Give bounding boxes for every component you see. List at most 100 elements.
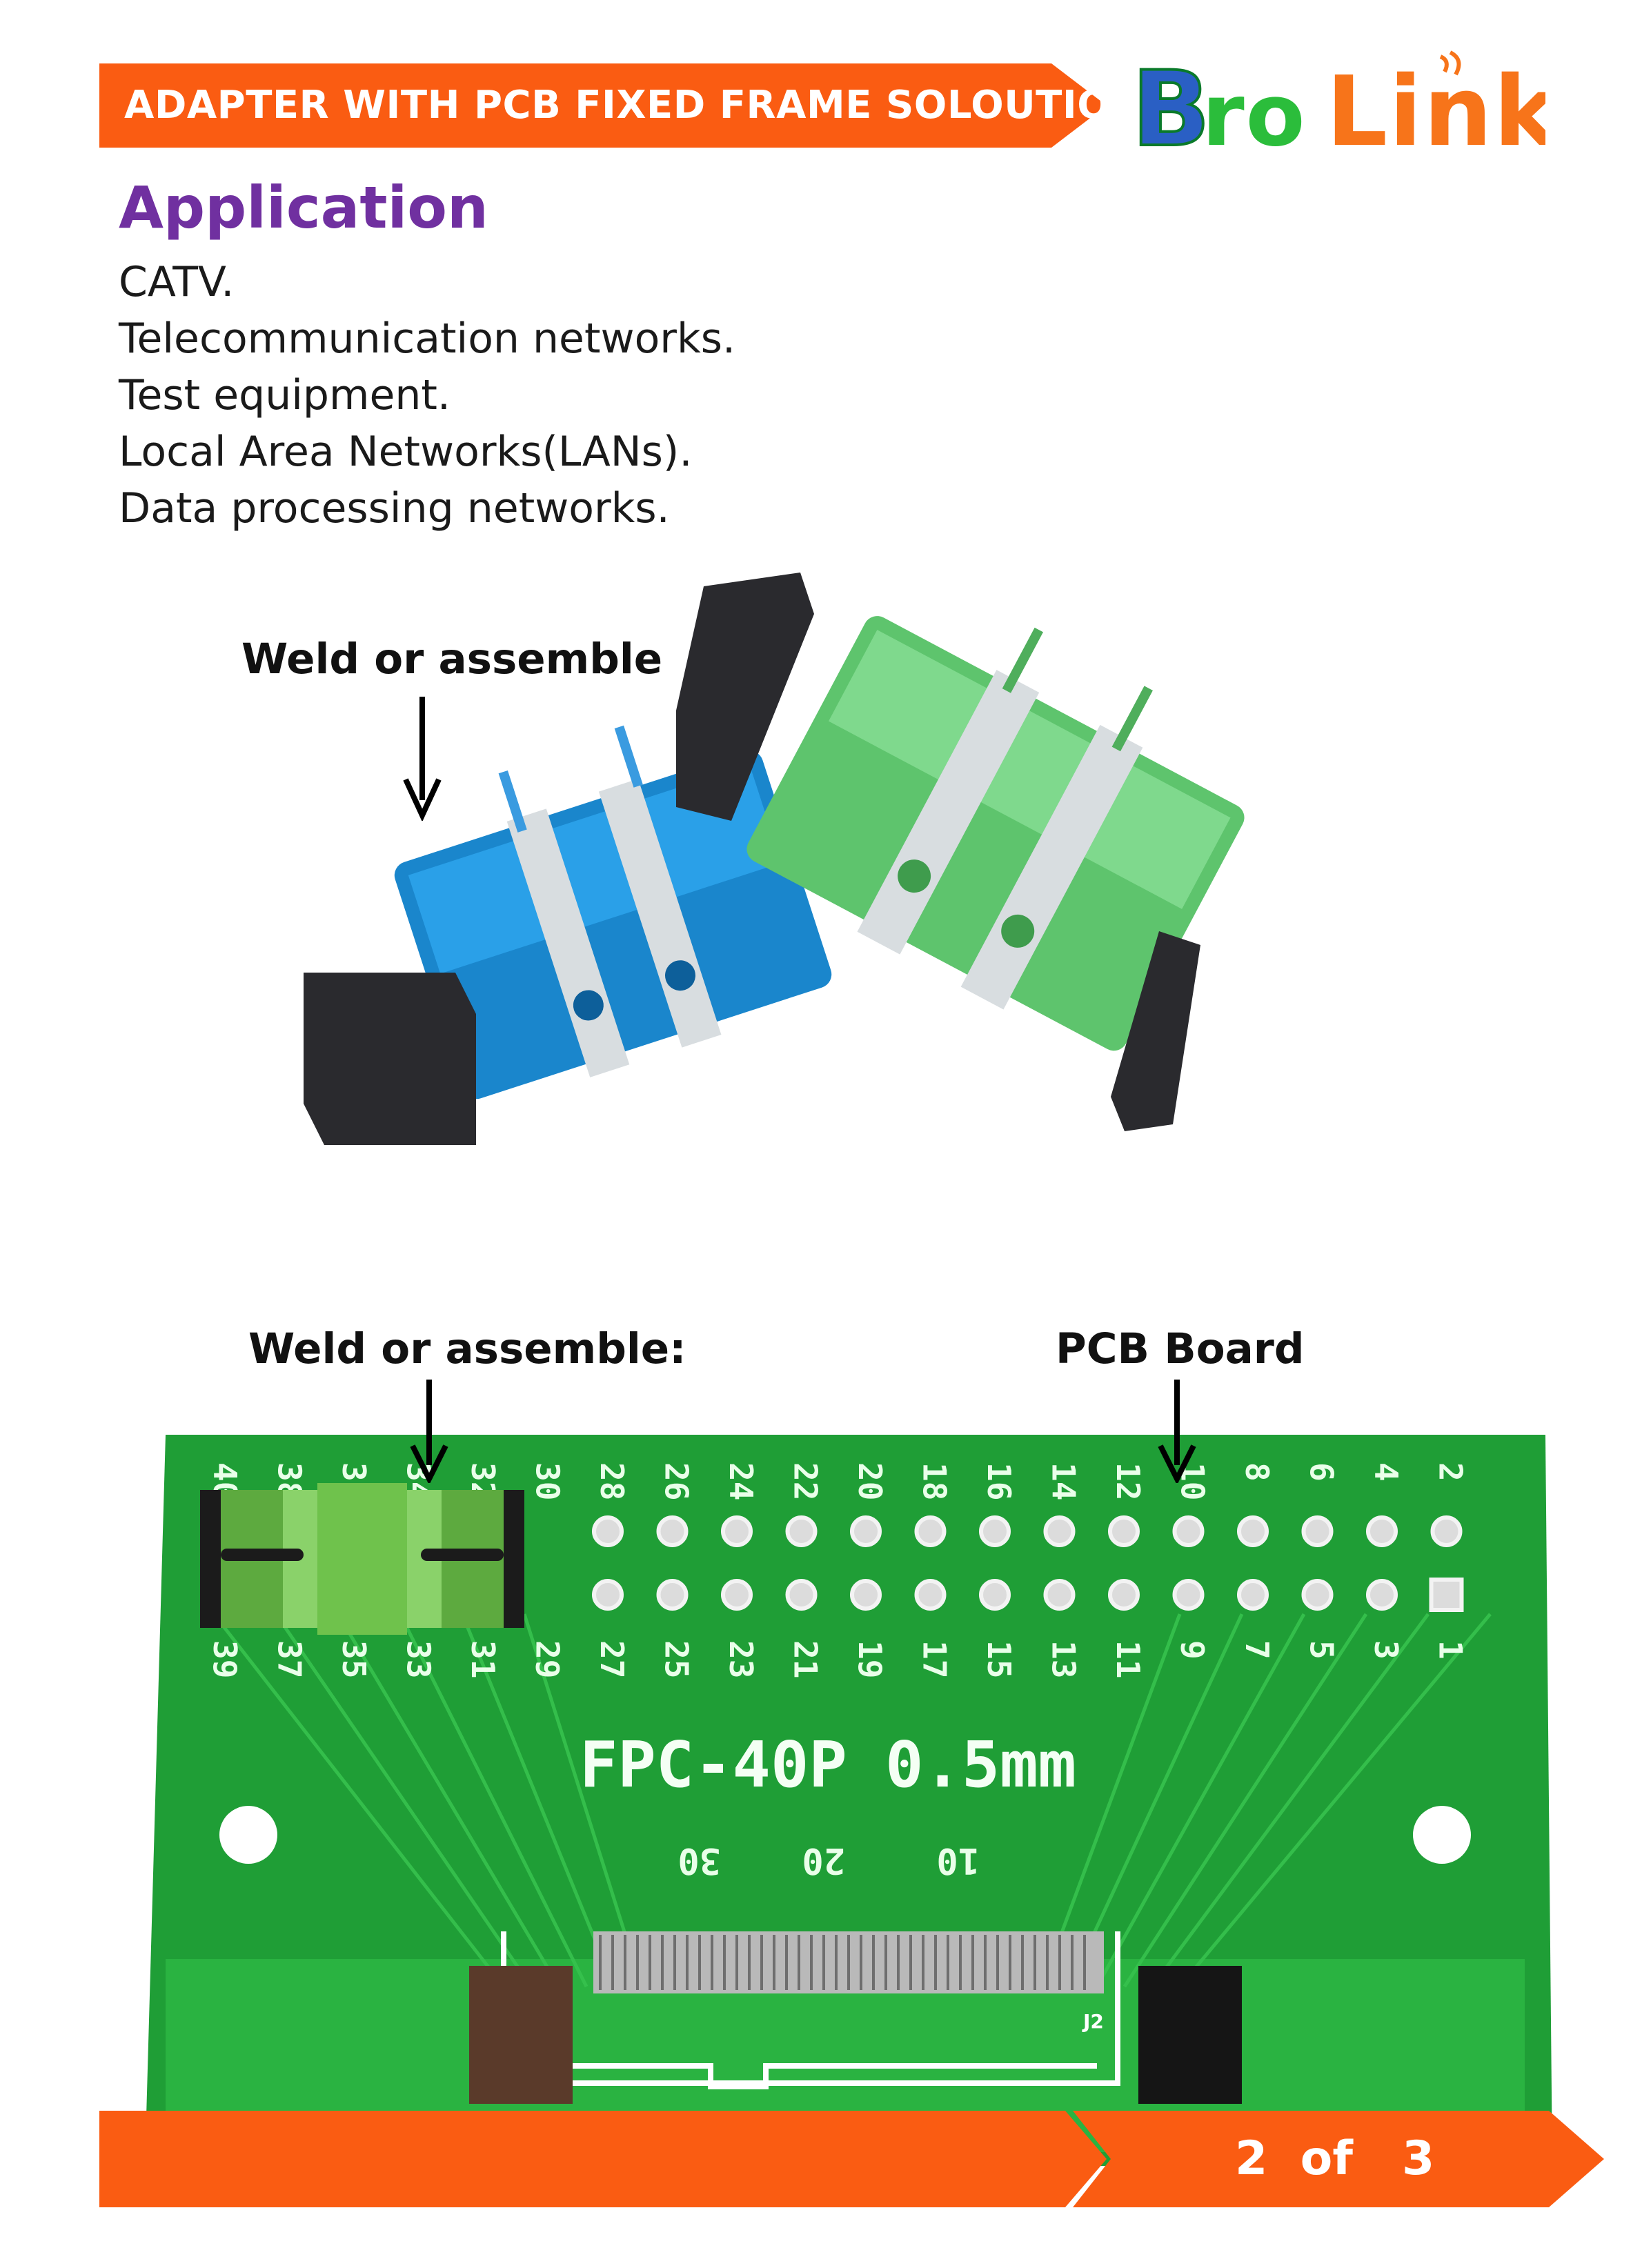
pin-number: 8 [1238,1462,1276,1482]
document-title: ADAPTER WITH PCB FIXED FRAME SOLOUTION [124,83,1143,128]
brolink-logo: B ro Link [1131,48,1545,166]
application-heading: Application [119,174,488,241]
application-item: Local Area Networks(LANs). [119,428,693,476]
pin-pad [1172,1515,1205,1547]
green-fiber-adapter [200,1483,524,1635]
pin-number: 33 [400,1640,437,1678]
logo-text-bro: B [1131,50,1213,166]
pin-number: 19 [851,1640,889,1678]
pin-number: 3 [1367,1640,1405,1660]
down-arrow-icon [403,697,442,821]
logo-text-ro: ro [1202,66,1307,166]
application-item: CATV. [119,258,235,306]
pin-number: 6 [1303,1462,1341,1482]
logo-signal-icon [1439,50,1461,76]
pin-pad [656,1515,689,1547]
pin-number: 35 [335,1640,373,1678]
pin-number: 25 [658,1640,695,1678]
pin-number: 21 [787,1640,824,1678]
pin-number: 17 [916,1640,953,1678]
blue-adapter [394,725,832,1100]
mounting-hole [219,1806,277,1864]
pin-number: 26 [658,1462,695,1500]
pin-number: 31 [464,1640,502,1678]
board-model-text: FPC-40P 0.5mm [580,1728,1076,1802]
pin-pad [979,1515,1011,1547]
pin-pad [1429,1578,1464,1612]
pin-number: 23 [722,1640,760,1678]
connector-mark: 20 [802,1840,845,1881]
pin-number: 14 [1045,1462,1082,1500]
pin-pad [1237,1579,1269,1611]
pin-number: 28 [593,1462,631,1500]
pin-pad [592,1515,624,1547]
page-number: 2 of 3 [1235,2131,1435,2186]
pin-number: 13 [1045,1640,1082,1678]
pin-number: 20 [851,1462,889,1500]
pin-pad [1108,1515,1140,1547]
blue-dust-cap [304,973,476,1145]
down-arrow-icon [410,1380,448,1483]
pin-pad [914,1579,947,1611]
pin-number: 9 [1174,1640,1211,1660]
pin-number: 7 [1238,1640,1276,1660]
pin-number: 2 [1432,1462,1470,1482]
pin-number: 15 [980,1640,1018,1678]
pin-pad [1366,1579,1398,1611]
pin-pad [1043,1515,1076,1547]
pcb-board-label: PCB Board [1056,1324,1305,1373]
pin-pad [1301,1515,1334,1547]
pin-number: 22 [787,1462,824,1500]
pin-pad [785,1579,818,1611]
connector-base-line [504,2063,1097,2089]
pin-pad [979,1579,1011,1611]
green-dust-cap [676,573,814,821]
pin-number: 30 [529,1462,566,1500]
application-item: Test equipment. [119,371,451,419]
pin-pad [1366,1515,1398,1547]
mounting-hole [1413,1806,1471,1864]
application-item: Telecommunication networks. [119,315,736,363]
green-dust-cap [1111,931,1200,1131]
pin-number: 11 [1109,1640,1147,1678]
application-item: Data processing networks. [119,484,670,533]
pin-pad [914,1515,947,1547]
pin-number: 5 [1303,1640,1341,1660]
pin-number: 1 [1432,1640,1470,1660]
pin-pad [1430,1515,1463,1547]
pin-pad [721,1515,753,1547]
down-arrow-icon [1158,1380,1196,1483]
pin-pad [592,1579,624,1611]
pin-pad [1237,1515,1269,1547]
solder-pad [1138,1966,1242,2104]
pin-pad [785,1515,818,1547]
logo-text-link: Link [1326,56,1545,166]
pin-number: 27 [593,1640,631,1678]
pin-number: 39 [206,1640,244,1678]
pin-number: 4 [1367,1462,1405,1482]
pin-pad [656,1579,689,1611]
footer-banner-right [1073,2111,1604,2207]
connector-mark: 30 [677,1840,721,1881]
pin-pad [1043,1579,1076,1611]
weld-label: Weld or assemble: [248,1324,686,1373]
weld-label: Weld or assemble [241,635,663,684]
pin-pad [850,1515,882,1547]
pin-pad [721,1579,753,1611]
connector-mark: 10 [936,1840,980,1881]
connector-ref: J2 [1082,2010,1104,2033]
pin-number: 16 [980,1462,1018,1500]
application-list: CATV. Telecommunication networks. Test e… [119,254,735,537]
header-banner [99,63,1107,148]
pin-pad [1108,1579,1140,1611]
pin-pad [1301,1579,1334,1611]
pin-number: 24 [722,1462,760,1500]
green-adapter [746,616,1245,1051]
pin-pad [850,1579,882,1611]
footer-banner-left [99,2111,1107,2207]
pin-pad [1172,1579,1205,1611]
pin-number: 29 [529,1640,566,1678]
pin-number: 37 [271,1640,308,1678]
adapter-photo [304,573,1245,1145]
